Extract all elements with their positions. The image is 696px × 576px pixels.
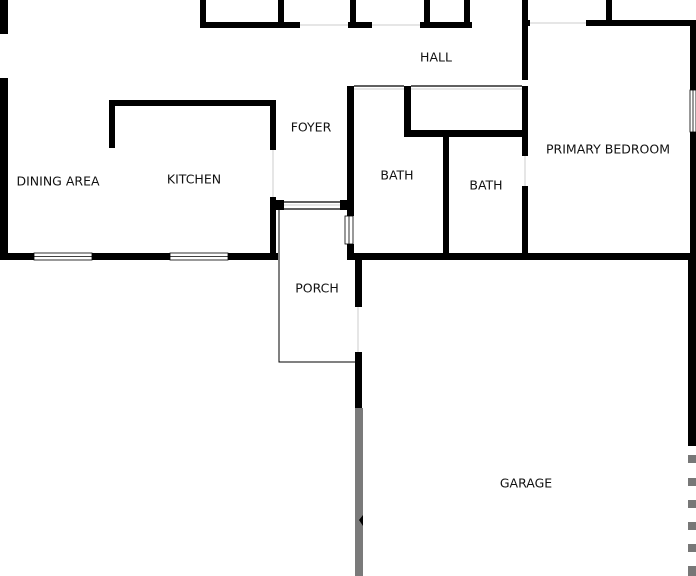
wall-left-upper [0, 0, 8, 34]
openings [272, 22, 586, 352]
wall-garage-right [688, 260, 696, 446]
wall-left-lower [0, 78, 8, 260]
room-label-dining-area: DINING AREA [16, 174, 99, 189]
wall-top-3 [278, 0, 284, 28]
wall-closet-left [404, 86, 411, 136]
wall-top-4 [348, 22, 372, 28]
wall-bath-divider [443, 130, 449, 260]
wall-garage-left-1 [355, 253, 362, 307]
wall-closet-bottom [404, 130, 528, 137]
wall-top-9 [522, 0, 528, 80]
room-label-kitchen: KITCHEN [167, 172, 221, 187]
room-label-porch: PORCH [295, 281, 339, 296]
porch-outline [278, 210, 356, 363]
wall-kitchen-right-lower [270, 197, 276, 260]
wall-top-11 [606, 0, 612, 26]
room-label-bath-1: BATH [380, 168, 413, 183]
room-labels: HALL FOYER DINING AREA KITCHEN BATH BATH… [16, 50, 670, 491]
wall-garage-top [347, 253, 696, 260]
wall-bath-right-upper [522, 86, 528, 156]
windows [33, 89, 696, 261]
wall-top-6 [420, 22, 472, 28]
wall-foyer-right [340, 200, 352, 210]
wall-top-12 [586, 20, 696, 26]
wall-top-5 [350, 0, 356, 28]
wall-kitchen-top [109, 100, 276, 106]
wall-top-7 [424, 0, 430, 28]
garage-vent-5 [688, 544, 696, 552]
wall-top-8 [464, 0, 470, 28]
wall-bath-left-upper [347, 86, 354, 216]
garage-door-notch [359, 515, 363, 526]
opening-frames [284, 85, 522, 210]
wall-garage-left-2 [355, 352, 362, 408]
wall-bath-left-lower [347, 244, 354, 260]
garage-door [355, 408, 363, 576]
room-label-garage: GARAGE [500, 476, 552, 491]
garage-vent-6 [688, 566, 696, 576]
room-label-foyer: FOYER [291, 120, 332, 135]
wall-kitchen-left [109, 100, 115, 148]
wall-bedroom-right-upper [690, 20, 696, 90]
garage-vent-2 [688, 478, 696, 486]
garage-vent-4 [688, 522, 696, 530]
wall-bath-right-lower [522, 186, 528, 260]
room-label-hall: HALL [420, 50, 452, 65]
wall-bottom-mid [92, 253, 170, 260]
wall-kitchen-right-upper [270, 100, 276, 150]
wall-top-1 [200, 0, 206, 28]
garage-vent-1 [688, 455, 696, 463]
garage-vent-3 [688, 500, 696, 508]
wall-bottom-dining [0, 253, 34, 260]
wall-top-10 [522, 20, 530, 26]
wall-bedroom-right-lower [690, 132, 696, 260]
room-label-primary-bedroom: PRIMARY BEDROOM [546, 142, 670, 157]
wall-bottom-kitchen [228, 253, 278, 260]
wall-top-2 [200, 22, 300, 28]
wall-foyer-base [272, 200, 284, 210]
room-label-bath-2: BATH [469, 178, 502, 193]
